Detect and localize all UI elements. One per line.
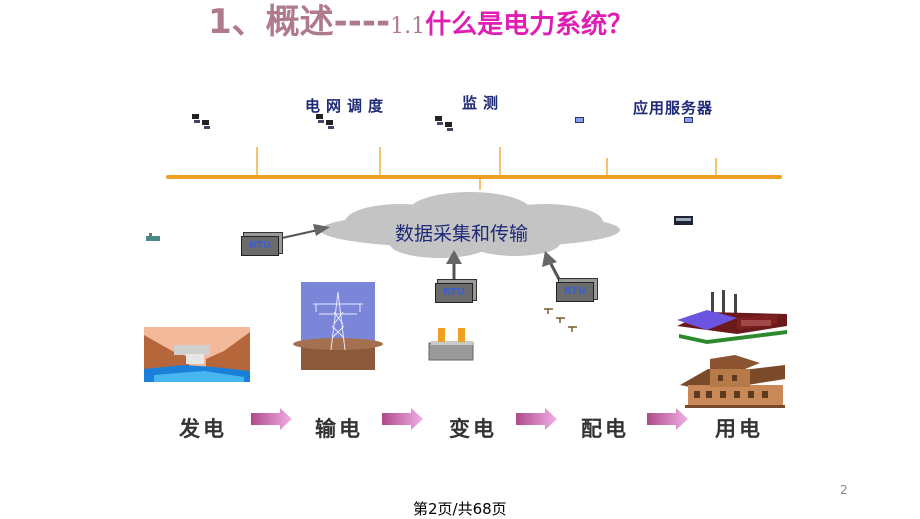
plant-icon [146, 233, 160, 241]
stage-distribution: 配电 [581, 417, 629, 441]
stage-generation: 发电 [179, 417, 227, 441]
stage-transmission: 输电 [315, 417, 363, 441]
transformer-icon [428, 328, 474, 361]
monitor-label: 监测 [462, 94, 505, 112]
title-part2: 1.1 [390, 14, 426, 39]
title-part1: 1、概述---- [208, 2, 391, 42]
rtu-box: RTU [435, 283, 473, 303]
page-footer: 第2页/共68页 [413, 500, 507, 518]
stage-substation: 变电 [449, 417, 497, 441]
stage-arrow [382, 408, 423, 430]
cloud-label: 数据采集和传输 [395, 223, 529, 245]
rtu-box: RTU [556, 282, 594, 302]
dispatch-label: 电网调度 [305, 97, 390, 115]
cloud-shape [320, 192, 620, 258]
workstation-icon [435, 116, 453, 131]
house-image [680, 355, 785, 408]
slide-title: 1、概述----1.1什么是电力系统？ [208, 0, 633, 43]
bus-icon [674, 216, 693, 225]
factory-image [677, 290, 787, 344]
distribution-poles-icon [544, 308, 577, 332]
page-number: 2 [840, 483, 848, 497]
stage-arrow [647, 408, 688, 430]
app-server-label: 应用服务器 [633, 99, 714, 117]
workstation-icon [192, 114, 210, 129]
stage-arrow [516, 408, 557, 430]
transmission-tower-image [293, 282, 383, 370]
monitor-icon [575, 117, 584, 123]
workstation-icon [316, 114, 334, 129]
stage-arrow [251, 408, 292, 430]
server-icon [684, 117, 693, 123]
title-part3: 什么是电力系统？ [425, 10, 634, 40]
rtu-box: RTU [241, 236, 279, 256]
dam-image [144, 327, 250, 382]
stage-consumption: 用电 [715, 417, 763, 441]
